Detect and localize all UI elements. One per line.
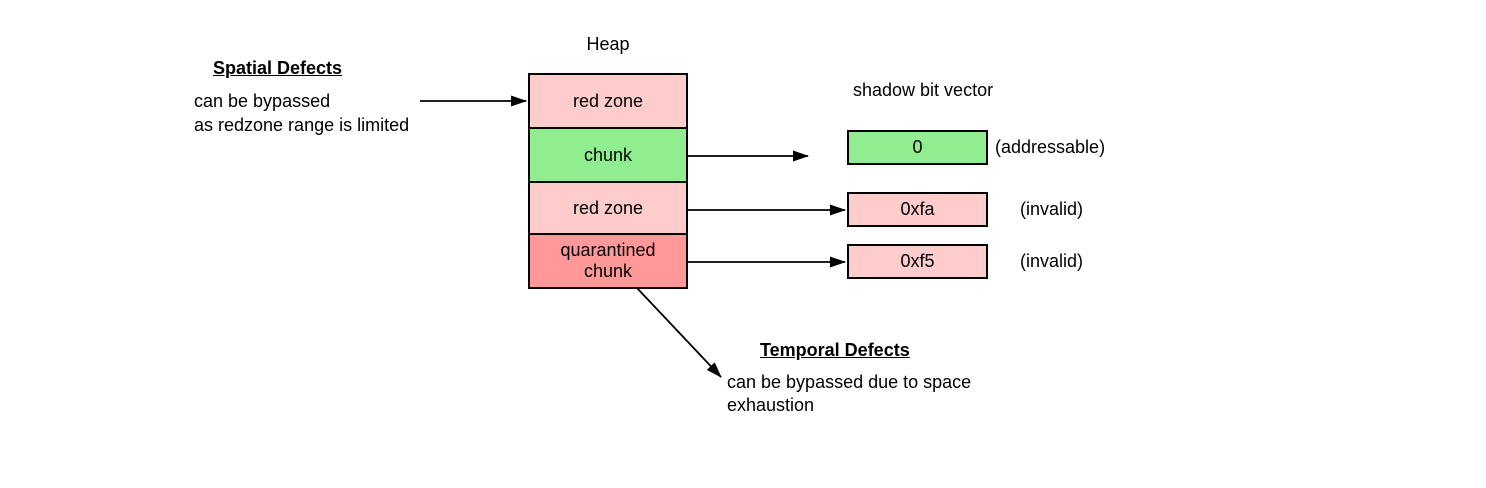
heap-row-quarantined-chunk: quarantined chunk <box>530 233 686 287</box>
shadow-note-addressable: (addressable) <box>995 137 1106 157</box>
heap-stack: red zone chunk red zone quarantined chun… <box>528 73 688 289</box>
temporal-defects-line1: can be bypassed due to space <box>727 372 972 392</box>
spatial-defects-line1: can be bypassed <box>194 91 331 111</box>
spatial-defects-line2: as redzone range is limited <box>194 115 410 135</box>
heap-row-label: chunk <box>583 144 633 165</box>
shadow-note-0xfa-invalid: (invalid) <box>1020 199 1084 219</box>
shadow-bit-vector-title: shadow bit vector <box>853 80 994 100</box>
temporal-defects-title: Temporal Defects <box>760 340 910 360</box>
heap-row-label: red zone <box>572 90 644 111</box>
spatial-defects-body: can be bypassed as redzone range is limi… <box>194 89 409 137</box>
spatial-defects-title: Spatial Defects <box>213 58 343 78</box>
arrow-quarantined-to-temporal <box>636 287 722 378</box>
shadow-box-0xfa: 0xfa <box>847 192 988 227</box>
shadow-box-0xf5: 0xf5 <box>847 244 988 279</box>
temporal-defects-line2: exhaustion <box>727 395 815 415</box>
heap-row-label: quarantined chunk <box>560 240 656 281</box>
heap-row-chunk: chunk <box>530 127 686 181</box>
heap-row-label: red zone <box>572 197 644 218</box>
temporal-defects-body: can be bypassed due to space exhaustion <box>727 371 971 417</box>
shadow-note-0xf5-invalid: (invalid) <box>1020 251 1084 271</box>
heap-row-red-zone-top: red zone <box>530 75 686 127</box>
heap-title: Heap <box>586 34 630 54</box>
heap-row-red-zone-bottom: red zone <box>530 181 686 233</box>
shadow-box-addressable: 0 <box>847 130 988 165</box>
